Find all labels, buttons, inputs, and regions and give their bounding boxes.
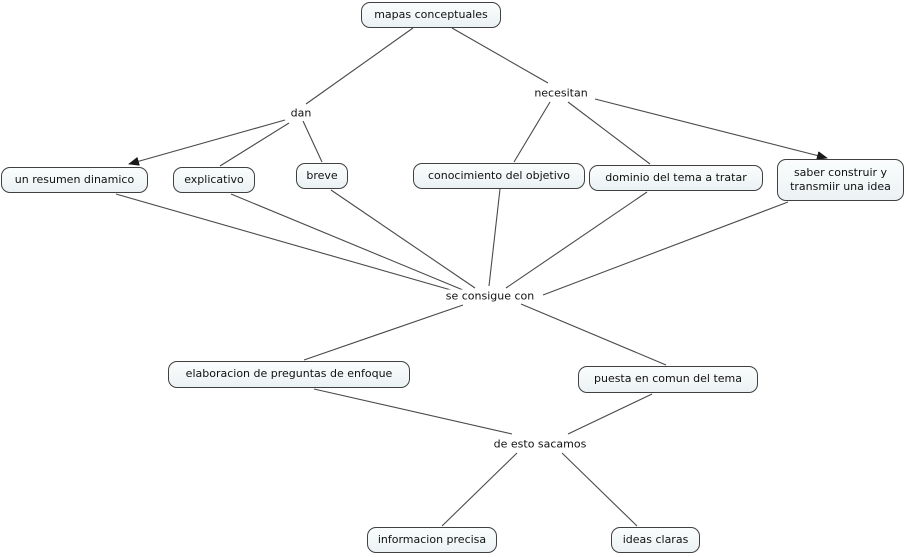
concept-node-informacion-precisa[interactable]: informacion precisa <box>367 527 497 553</box>
edge-mapas_conceptuales-to-necesitan <box>451 27 549 84</box>
edge-mapas_conceptuales-to-dan <box>305 27 414 105</box>
concept-node-mapas-conceptuales[interactable]: mapas conceptuales <box>361 2 501 28</box>
edge-dan-to-explicativo <box>219 122 290 167</box>
edge-necesitan-to-dominio_del_tema <box>567 101 651 165</box>
edge-elaboracion_preguntas-to-de_esto_sacamos <box>313 388 513 435</box>
concept-node-conocimiento-del-objetivo[interactable]: conocimiento del objetivo <box>413 163 585 189</box>
edge-conocimiento_del_objetivo-to-se_consigue_con <box>488 188 501 287</box>
concept-node-breve[interactable]: breve <box>296 163 348 189</box>
edge-breve-to-se_consigue_con <box>330 189 476 289</box>
edge-puesta_en_comun-to-de_esto_sacamos <box>567 393 653 435</box>
edge-se_consigue_con-to-puesta_en_comun <box>520 303 667 366</box>
edge-se_consigue_con-to-elaboracion_preguntas <box>303 304 464 361</box>
concept-node-un-resumen-dinamico[interactable]: un resumen dinamico <box>1 167 148 193</box>
linking-phrase-se-consigue-con[interactable]: se consigue con <box>443 289 537 303</box>
concept-node-elaboracion-de-preguntas-de-enfoque[interactable]: elaboracion de preguntas de enfoque <box>168 361 410 388</box>
linking-phrase-de-esto-sacamos[interactable]: de esto sacamos <box>491 437 589 451</box>
edge-de_esto_sacamos-to-informacion_precisa <box>441 452 518 527</box>
concept-node-saber-construir-y-transmiir-una-idea[interactable]: saber construir y transmiir una idea <box>777 159 904 201</box>
concept-node-explicativo[interactable]: explicativo <box>173 167 255 193</box>
concept-node-dominio-del-tema-a-tratar[interactable]: dominio del tema a tratar <box>589 165 763 191</box>
linking-phrase-necesitan[interactable]: necesitan <box>532 86 590 100</box>
edge-saber_construir-to-se_consigue_con <box>542 201 789 296</box>
edge-necesitan-to-saber_construir <box>594 98 828 160</box>
edge-dan-to-un_resumen_dinamico <box>128 119 286 166</box>
edge-dominio_del_tema-to-se_consigue_con <box>505 191 648 289</box>
edge-dan-to-breve <box>302 120 323 163</box>
concept-node-puesta-en-comun-del-tema[interactable]: puesta en comun del tema <box>578 366 758 393</box>
edge-necesitan-to-conocimiento_del_objetivo <box>513 101 551 163</box>
edge-de_esto_sacamos-to-ideas_claras <box>561 452 638 527</box>
linking-phrase-dan[interactable]: dan <box>288 106 314 120</box>
edge-un_resumen_dinamico-to-se_consigue_con <box>115 193 452 291</box>
concept-node-ideas-claras[interactable]: ideas claras <box>611 527 700 553</box>
edge-explicativo-to-se_consigue_con <box>230 193 464 291</box>
